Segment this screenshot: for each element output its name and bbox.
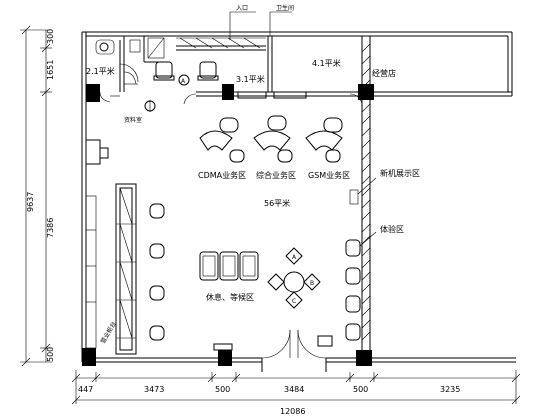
bottom-dimension-lines — [71, 370, 521, 405]
dim-total-height: 9637 — [26, 192, 35, 212]
marker-a-top: A — [178, 74, 190, 86]
left-dimension-lines — [20, 25, 52, 367]
svg-text:A: A — [181, 78, 186, 85]
new-phone-leader — [357, 177, 377, 195]
toilet-fixtures — [95, 37, 165, 103]
right-wall-hatch — [361, 43, 371, 341]
new-phone-zone-label: 新机展示区 — [380, 168, 420, 178]
dim-bottom-447: 447 — [78, 385, 93, 394]
marker-a: A — [292, 254, 297, 261]
dim-total-width: 12086 — [280, 407, 305, 416]
waiting-sofas — [199, 251, 259, 281]
column-bottom-mid — [218, 350, 232, 366]
area-2-1-label: 2.1平米 — [86, 66, 115, 76]
column-bottom-left — [82, 348, 96, 366]
cdma-zone-label: CDMA业务区 — [198, 170, 246, 180]
right-product-displays — [317, 189, 361, 347]
customer-chairs-left — [149, 203, 165, 341]
top-callout-label: 入口 — [236, 5, 248, 12]
discussion-table-markers: A B C — [267, 247, 321, 309]
service-counters — [199, 115, 343, 163]
bottom-cabinet — [213, 343, 233, 351]
dim-bottom-500a: 500 — [215, 385, 230, 394]
column-top-right — [358, 84, 374, 100]
area-4-1-label: 4.1平米 — [312, 58, 341, 68]
column-top-left — [86, 84, 100, 102]
area-3-1-label: 3.1平米 — [236, 74, 265, 84]
left-room-tag: 资料室 — [124, 116, 142, 124]
left-counter-label: 营业柜台 — [99, 320, 118, 345]
back-office-chairs — [153, 61, 219, 81]
left-corner-fixture — [144, 100, 156, 112]
marker-c: C — [292, 298, 296, 305]
experience-leader — [359, 231, 377, 247]
column-top-mid — [222, 84, 234, 100]
dealer-room-label: 经营店 — [372, 68, 396, 78]
experience-zone-label: 体验区 — [380, 224, 404, 234]
column-bottom-right — [356, 350, 372, 366]
dim-bottom-500b: 500 — [353, 385, 368, 394]
top-callout-toilet: 卫生间 — [276, 4, 294, 12]
left-display-cabinets — [85, 183, 137, 355]
top-cabinets — [176, 11, 292, 49]
entrance-doors — [261, 329, 327, 372]
rest-zone-label: 休息、等候区 — [206, 292, 254, 302]
walls — [81, 31, 516, 363]
dim-bottom-3473: 3473 — [144, 385, 164, 394]
dim-left-1651: 1651 — [46, 60, 55, 80]
dim-left-300: 300 — [46, 29, 55, 44]
dim-bottom-3235: 3235 — [440, 385, 460, 394]
top-doors — [110, 63, 363, 105]
hall-area-label: 56平米 — [264, 198, 290, 208]
dim-bottom-3484: 3484 — [284, 385, 304, 394]
dim-left-500: 500 — [46, 347, 55, 362]
dim-left-7386: 7386 — [46, 218, 55, 238]
gsm-zone-label: GSM业务区 — [308, 170, 350, 180]
marker-b: B — [310, 280, 314, 287]
left-desk — [85, 139, 109, 165]
general-zone-label: 综合业务区 — [256, 170, 296, 180]
